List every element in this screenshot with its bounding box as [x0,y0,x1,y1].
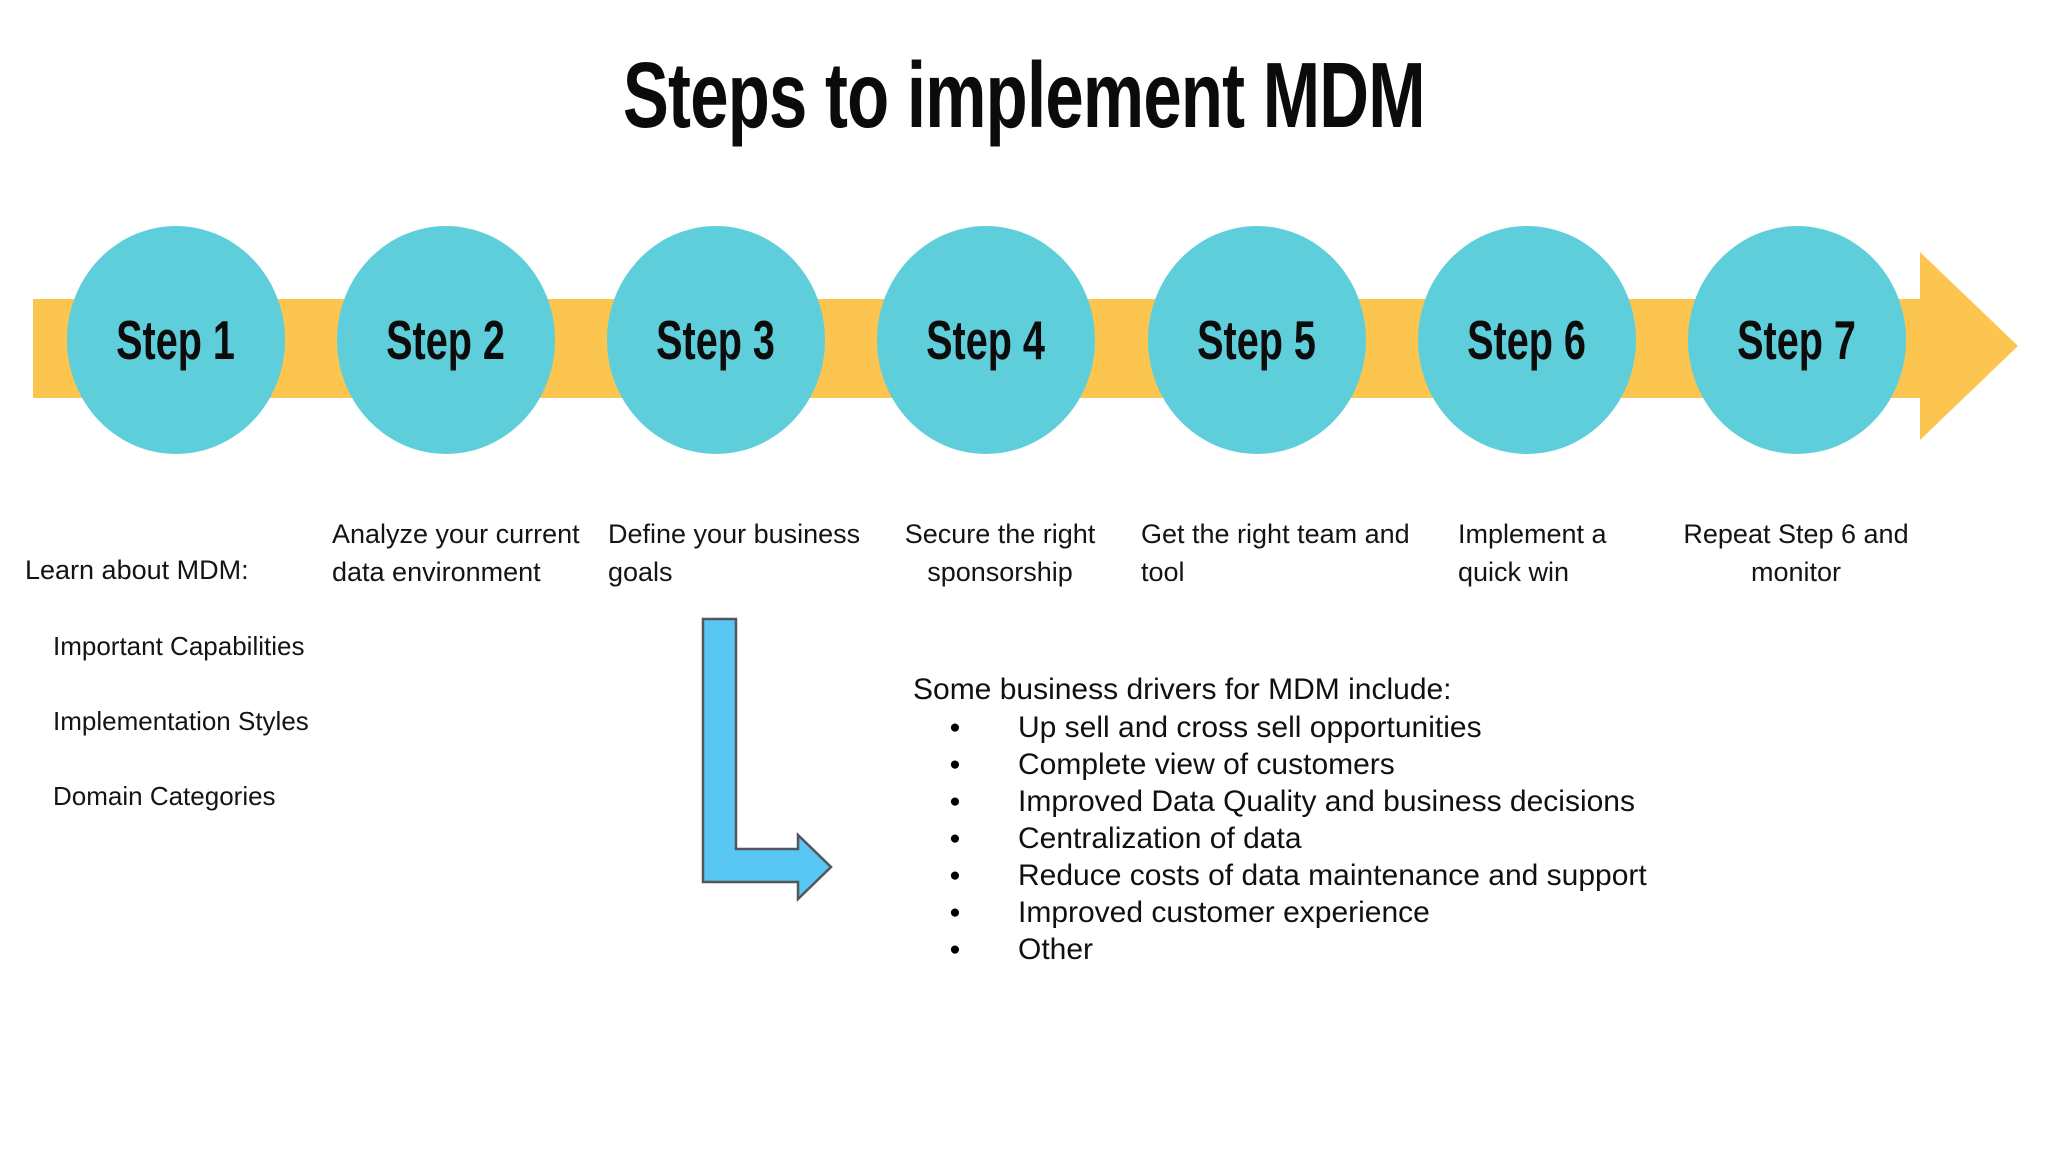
step-7-circle: Step 7 [1688,226,1906,454]
step-1-sub-item: Important Capabilities [53,631,305,661]
driver-item-text: Up sell and cross sell opportunities [1018,711,1482,744]
step-1-description: Learn about MDM: Important Capabilities … [25,512,309,853]
step-1-sub-item: Domain Categories [53,781,276,811]
bullet-icon: ● [949,717,961,738]
step-5-label: Step 5 [1197,309,1317,371]
step-3-label: Step 3 [656,309,776,371]
driver-item-text: Complete view of customers [1018,748,1395,781]
step-3-circle: Step 3 [607,226,825,454]
step-4-label: Step 4 [926,309,1046,371]
step-4-circle: Step 4 [877,226,1095,454]
drivers-list: ● Up sell and cross sell opportunities ●… [945,709,1647,968]
drivers-heading: Some business drivers for MDM include: [913,673,1452,706]
step-2-label: Step 2 [386,309,506,371]
step-6-label: Step 6 [1467,309,1587,371]
step-7-label: Step 7 [1737,309,1857,371]
page-title-wrap: Steps to implement MDM [0,42,2048,149]
driver-item-text: Improved customer experience [1018,896,1430,929]
bullet-icon: ● [949,791,961,812]
timeline-arrow-head-icon [1920,252,2018,440]
bullet-icon: ● [949,939,961,960]
step-1-description-heading: Learn about MDM: [25,555,249,585]
driver-list-item: ● Complete view of customers [945,746,1647,783]
driver-item-text: Centralization of data [1018,822,1302,855]
driver-list-item: ● Centralization of data [945,820,1647,857]
page-title: Steps to implement MDM [623,43,1426,147]
step-2-description: Analyze your current data environment [332,519,580,587]
elbow-down-right-arrow-icon [701,617,833,902]
driver-item-text: Reduce costs of data maintenance and sup… [1018,859,1647,892]
driver-list-item: ● Up sell and cross sell opportunities [945,709,1647,746]
step-3-description: Define your business goals [608,519,861,587]
driver-item-text: Other [1018,933,1094,966]
bullet-icon: ● [949,865,961,886]
step-2-circle: Step 2 [337,226,555,454]
driver-list-item: ● Improved Data Quality and business dec… [945,783,1647,820]
bullet-icon: ● [949,902,961,923]
step-4-description: Secure the right sponsorship [904,519,1096,587]
step-5-circle: Step 5 [1148,226,1366,454]
driver-list-item: ● Other [945,931,1647,968]
step-5-description: Get the right team and tool [1141,519,1410,587]
step-6-circle: Step 6 [1418,226,1636,454]
step-6-description: Implement a quick win [1458,519,1607,587]
step-7-description: Repeat Step 6 and monitor [1683,519,1909,587]
step-1-label: Step 1 [116,309,236,371]
step-1-sub-item: Implementation Styles [53,706,309,736]
step-1-circle: Step 1 [67,226,285,454]
bullet-icon: ● [949,754,961,775]
driver-list-item: ● Improved customer experience [945,894,1647,931]
driver-item-text: Improved Data Quality and business decis… [1018,785,1635,818]
bullet-icon: ● [949,828,961,849]
driver-list-item: ● Reduce costs of data maintenance and s… [945,857,1647,894]
